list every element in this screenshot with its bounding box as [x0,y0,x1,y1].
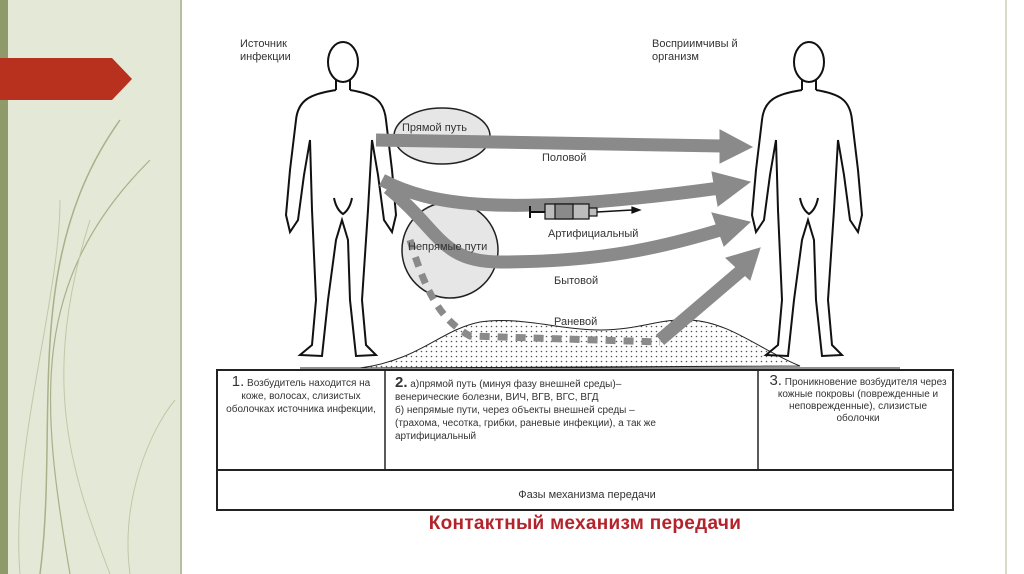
phase-2-line-1: а)прямой путь (минуя фазу внешней среды)… [410,379,621,390]
phase-1-cell: 1. Возбудитель находится на коже, волоса… [226,375,376,416]
sexual-arrow-head [720,130,752,163]
recipient-label: Восприимчивы й организм [652,38,762,64]
source-person-figure [286,42,396,356]
phase-2-cell: 2. а)прямой путь (минуя фазу внешней сре… [395,376,755,443]
direct-route-label: Прямой путь [402,122,467,135]
indirect-routes-label: Непрямые пути [408,241,487,254]
source-label: Источник инфекции [240,38,320,64]
syringe-icon [530,204,640,219]
sexual-arrow-line [376,140,722,146]
sexual-label: Половой [542,152,586,165]
diagram-caption: Контактный механизм передачи [215,513,955,535]
phase-1-number: 1. [232,373,245,390]
phase-2-number: 2. [395,374,408,391]
phase-3-number: 3. [769,372,782,389]
phase-1-text: Возбудитель находится на коже, волосах, … [226,378,376,415]
wound-label: Раневой [554,316,597,329]
phase-2-line-5: артифициальный [395,430,755,443]
phase-3-cell: 3. Проникновение возбудителя через кожны… [768,375,948,425]
artificial-arrow-line [382,180,720,205]
artificial-arrow-head [712,172,750,206]
phase-2-line-3: б) непрямые пути, через объекты внешней … [395,404,755,417]
phase-2-line-4: (трахома, чесотка, грибки, раневые инфек… [395,417,755,430]
recipient-person-figure [752,42,862,356]
phase-3-text: Проникновение возбудителя через кожные п… [778,377,947,424]
artificial-label: Артифициальный [548,228,638,241]
phase-2-line-2: венерические болезни, ВИЧ, ВГВ, ВГС, ВГД [395,391,755,404]
household-arrow-head [712,213,750,246]
household-label: Бытовой [554,275,598,288]
phases-row-label: Фазы механизма передачи [217,489,957,501]
